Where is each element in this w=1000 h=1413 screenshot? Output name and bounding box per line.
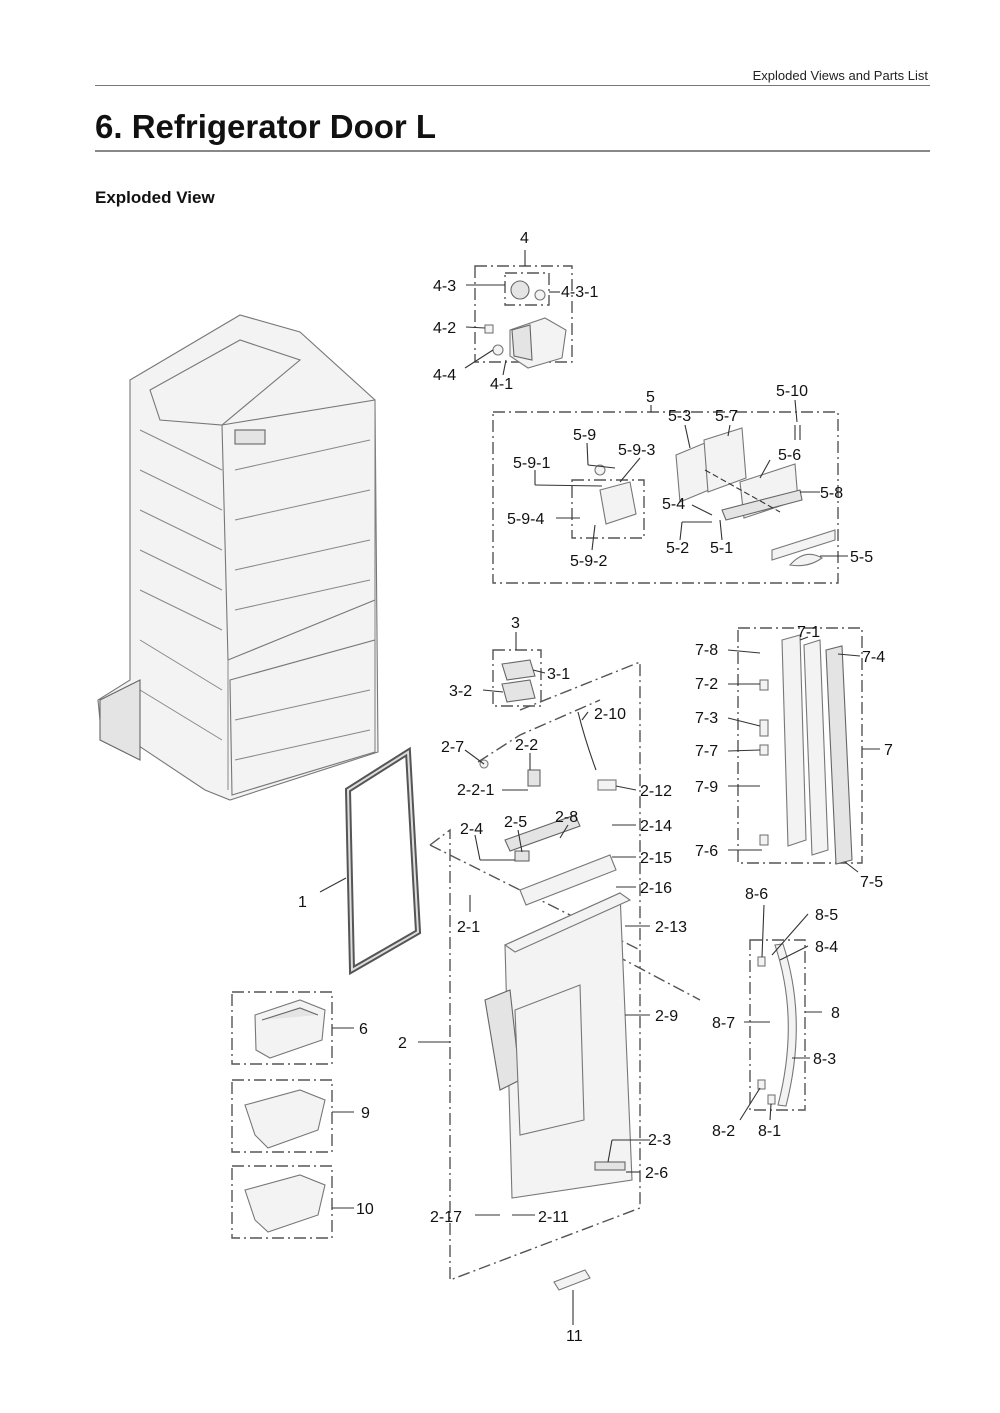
label-5-9-2: 5-9-2	[570, 553, 607, 570]
label-7-4: 7-4	[862, 649, 885, 666]
label-2-13: 2-13	[655, 919, 687, 936]
label-4: 4	[520, 230, 529, 247]
label-7-1: 7-1	[797, 624, 820, 641]
label-7-8: 7-8	[695, 642, 718, 659]
label-4-3: 4-3	[433, 278, 456, 295]
label-8: 8	[831, 1005, 840, 1022]
leader-lines	[319, 250, 880, 1325]
label-2-10: 2-10	[594, 706, 626, 723]
label-5-2: 5-2	[666, 540, 689, 557]
label-2-1: 2-1	[457, 919, 480, 936]
label-2-7: 2-7	[441, 739, 464, 756]
part-3-assembly	[501, 659, 536, 703]
label-2: 2	[398, 1035, 407, 1052]
label-7: 7	[884, 742, 893, 759]
page-subtitle: Exploded View	[95, 188, 215, 207]
label-5-1: 5-1	[710, 540, 733, 557]
label-2-8: 2-8	[555, 809, 578, 826]
label-2-9: 2-9	[655, 1008, 678, 1025]
group-box-3	[492, 649, 542, 707]
group-box-8	[749, 939, 806, 1111]
label-2-14: 2-14	[640, 818, 672, 835]
label-8-1: 8-1	[758, 1123, 781, 1140]
label-2-12: 2-12	[640, 783, 672, 800]
label-4-1: 4-1	[490, 376, 513, 393]
label-2-6: 2-6	[645, 1165, 668, 1182]
label-2-2: 2-2	[515, 737, 538, 754]
label-5-5: 5-5	[850, 549, 873, 566]
label-5-9-4: 5-9-4	[507, 511, 544, 528]
part-11	[553, 1269, 591, 1291]
label-6: 6	[359, 1021, 368, 1038]
door-panel	[479, 711, 633, 1199]
label-8-6: 8-6	[745, 886, 768, 903]
part-8-assembly	[757, 943, 797, 1107]
label-2-2-1: 2-2-1	[457, 782, 494, 799]
page-title: 6. Refrigerator Door L	[95, 108, 437, 145]
refrigerator-cabinet	[97, 314, 379, 801]
label-9: 9	[361, 1105, 370, 1122]
part-5-assembly	[594, 425, 836, 567]
section-header: Exploded Views and Parts List	[752, 68, 928, 83]
label-7-5: 7-5	[860, 874, 883, 891]
label-3-1: 3-1	[547, 666, 570, 683]
label-5-9-1: 5-9-1	[513, 455, 550, 472]
label-2-4: 2-4	[460, 821, 483, 838]
label-2-17: 2-17	[430, 1209, 462, 1226]
label-4-4: 4-4	[433, 367, 456, 384]
label-8-4: 8-4	[815, 939, 838, 956]
label-1: 1	[298, 894, 307, 911]
label-7-2: 7-2	[695, 676, 718, 693]
label-5-10: 5-10	[776, 383, 808, 400]
group-box-7	[737, 627, 863, 864]
label-7-7: 7-7	[695, 743, 718, 760]
label-2-15: 2-15	[640, 850, 672, 867]
group-box-9	[231, 1079, 333, 1153]
part-7-assembly	[759, 634, 853, 865]
callout-labels: 4 4-3 4-3-1 4-2 4-4 4-1 5 5-10 5-3 5-7 5…	[298, 230, 893, 1345]
label-5-8: 5-8	[820, 485, 843, 502]
label-8-5: 8-5	[815, 907, 838, 924]
label-5-4: 5-4	[662, 496, 685, 513]
label-2-3: 2-3	[648, 1132, 671, 1149]
group-box-4-3	[504, 272, 550, 306]
label-7-9: 7-9	[695, 779, 718, 796]
label-8-2: 8-2	[712, 1123, 735, 1140]
leader-door-handle	[614, 954, 701, 1001]
header-rule	[95, 85, 930, 86]
label-2-5: 2-5	[504, 814, 527, 831]
label-5-6: 5-6	[778, 447, 801, 464]
label-3: 3	[511, 615, 520, 632]
label-2-11: 2-11	[538, 1209, 569, 1226]
bins	[244, 999, 326, 1233]
label-5-9: 5-9	[573, 427, 596, 444]
label-4-2: 4-2	[433, 320, 456, 337]
group-box-5-9	[571, 479, 645, 539]
label-5-9-3: 5-9-3	[618, 442, 655, 459]
label-11: 11	[566, 1328, 583, 1345]
label-4-3-1: 4-3-1	[561, 284, 598, 301]
group-box-2-top	[477, 699, 601, 763]
label-5-7: 5-7	[715, 408, 738, 425]
label-5: 5	[646, 389, 655, 406]
group-box-4	[474, 265, 573, 363]
door-gasket	[344, 746, 422, 976]
label-10: 10	[356, 1201, 374, 1218]
label-8-7: 8-7	[712, 1015, 735, 1032]
label-8-3: 8-3	[813, 1051, 836, 1068]
group-box-5	[492, 411, 839, 584]
group-box-10	[231, 1165, 333, 1239]
group-box-2	[429, 660, 641, 1282]
title-rule	[95, 150, 930, 152]
label-7-6: 7-6	[695, 843, 718, 860]
label-5-3: 5-3	[668, 408, 691, 425]
part-4-assembly	[484, 280, 567, 369]
label-7-3: 7-3	[695, 710, 718, 727]
label-3-2: 3-2	[449, 683, 472, 700]
label-2-16: 2-16	[640, 880, 672, 897]
